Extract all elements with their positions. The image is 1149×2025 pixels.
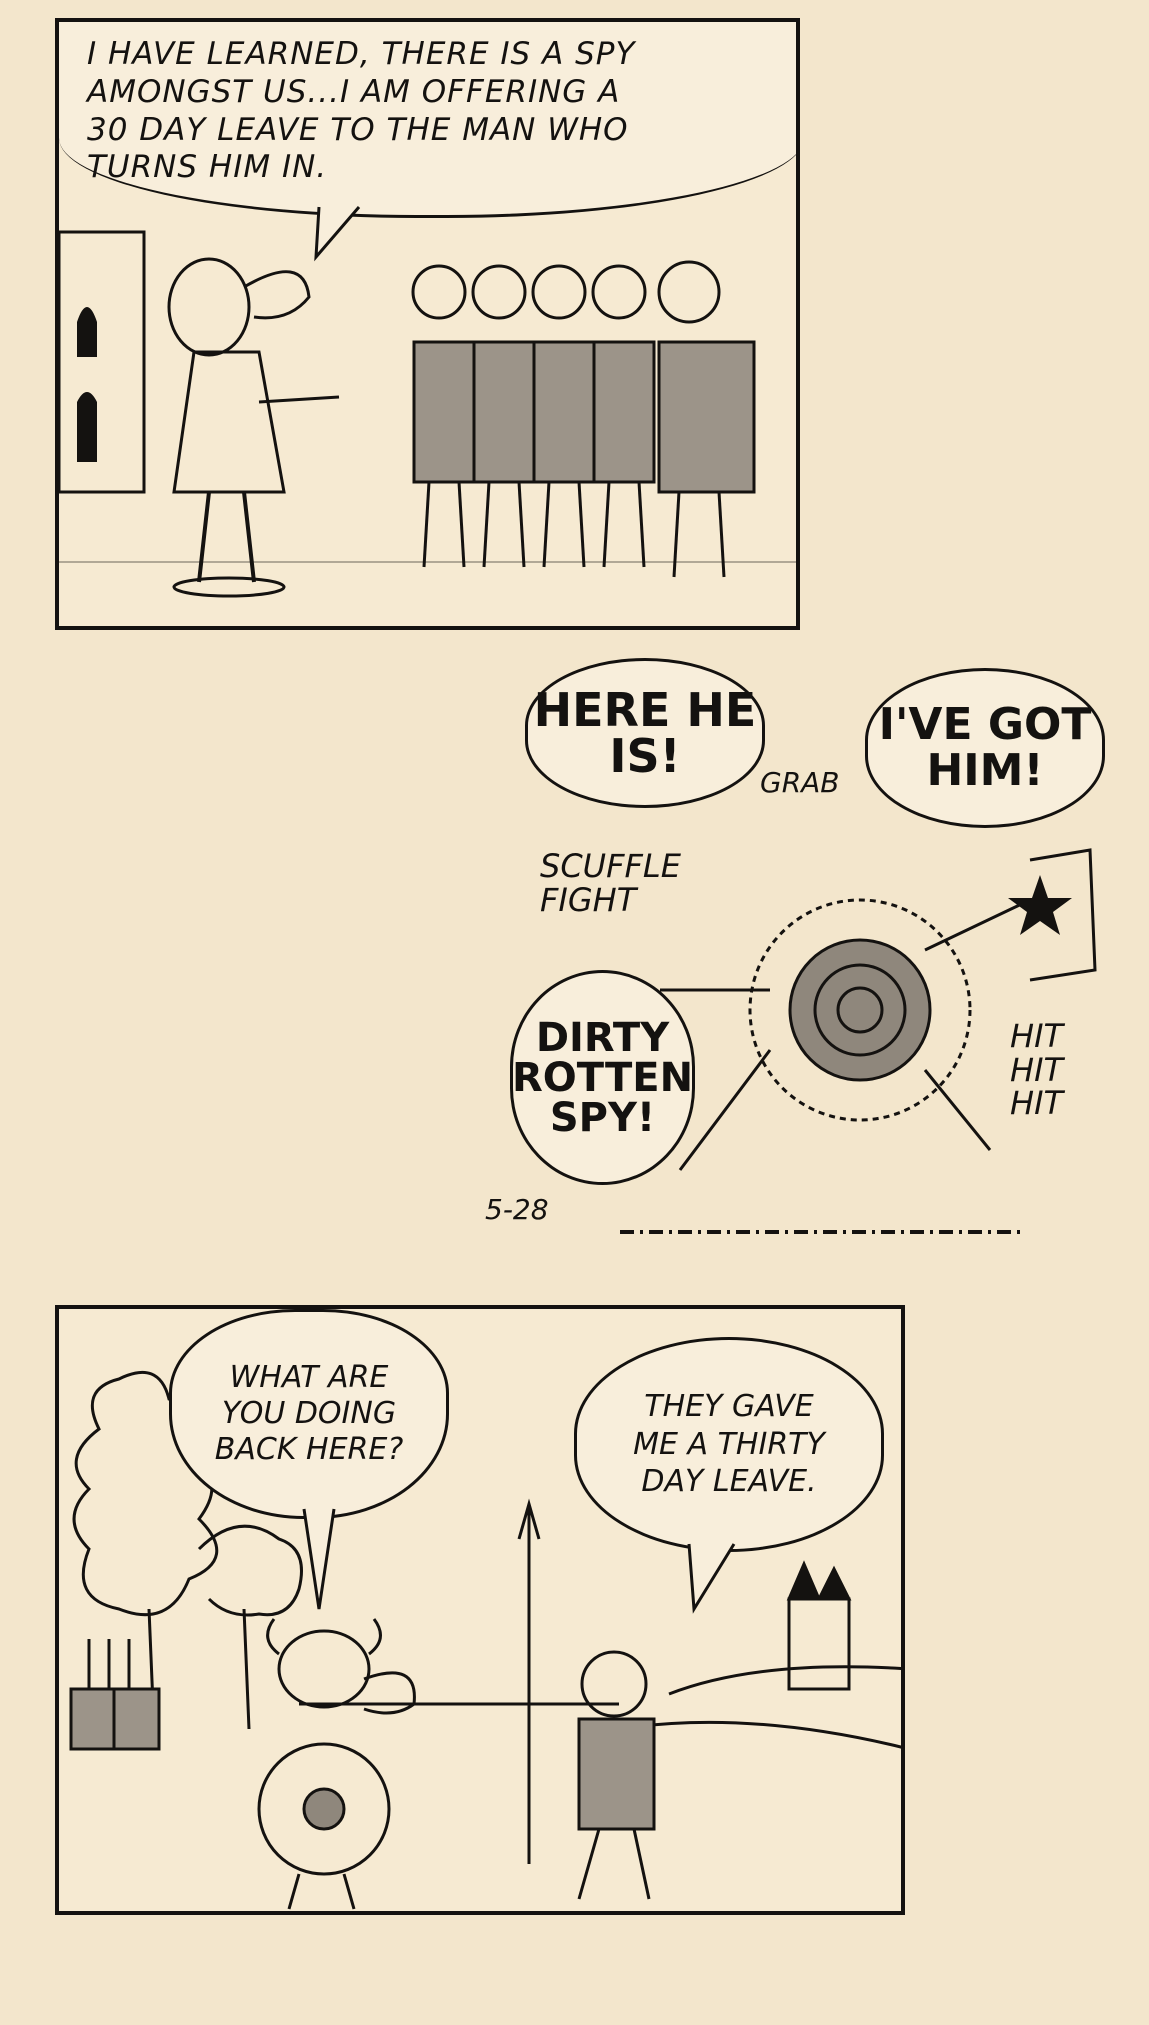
speech-bubble-dirty-rotten-spy: DIRTY ROTTEN SPY! bbox=[510, 970, 695, 1185]
speech-text-officer: I HAVE LEARNED, THERE IS A SPY AMONGST U… bbox=[87, 36, 636, 186]
speech-bubble-soldier: THEY GAVE ME A THIRTY DAY LEAVE. bbox=[574, 1337, 884, 1552]
panel-2: HERE HE IS! I'VE GOT HIM! DIRTY ROTTEN S… bbox=[470, 650, 1110, 1250]
speech-bubble-viking: WHAT ARE YOU DOING BACK HERE? bbox=[169, 1309, 449, 1519]
panel-3-art bbox=[69, 1370, 901, 1910]
impact-star-icon bbox=[1008, 875, 1072, 935]
sfx-scuffle-fight: SCUFFLE FIGHT bbox=[540, 847, 681, 919]
speech-tail-viking bbox=[302, 1508, 336, 1610]
speech-tail-officer bbox=[314, 206, 361, 262]
sfx-hit: HIT HIT HIT bbox=[1010, 1017, 1064, 1123]
panel-3: WHAT ARE YOU DOING BACK HERE? THEY GAVE … bbox=[55, 1305, 905, 1915]
fight-cloud-art bbox=[620, 848, 1097, 1234]
date-stamp: 5-28 bbox=[485, 1193, 549, 1226]
speech-tail-soldier bbox=[687, 1543, 736, 1614]
speech-bubble-here-he-is: HERE HE IS! bbox=[525, 658, 765, 808]
speech-bubble-officer: I HAVE LEARNED, THERE IS A SPY AMONGST U… bbox=[59, 22, 796, 218]
panel-1-art bbox=[59, 230, 796, 598]
soldier-row bbox=[411, 260, 756, 578]
panel-1: I HAVE LEARNED, THERE IS A SPY AMONGST U… bbox=[55, 18, 800, 630]
speech-bubble-ive-got-him: I'VE GOT HIM! bbox=[865, 668, 1105, 828]
sfx-grab: GRAB bbox=[760, 766, 840, 799]
